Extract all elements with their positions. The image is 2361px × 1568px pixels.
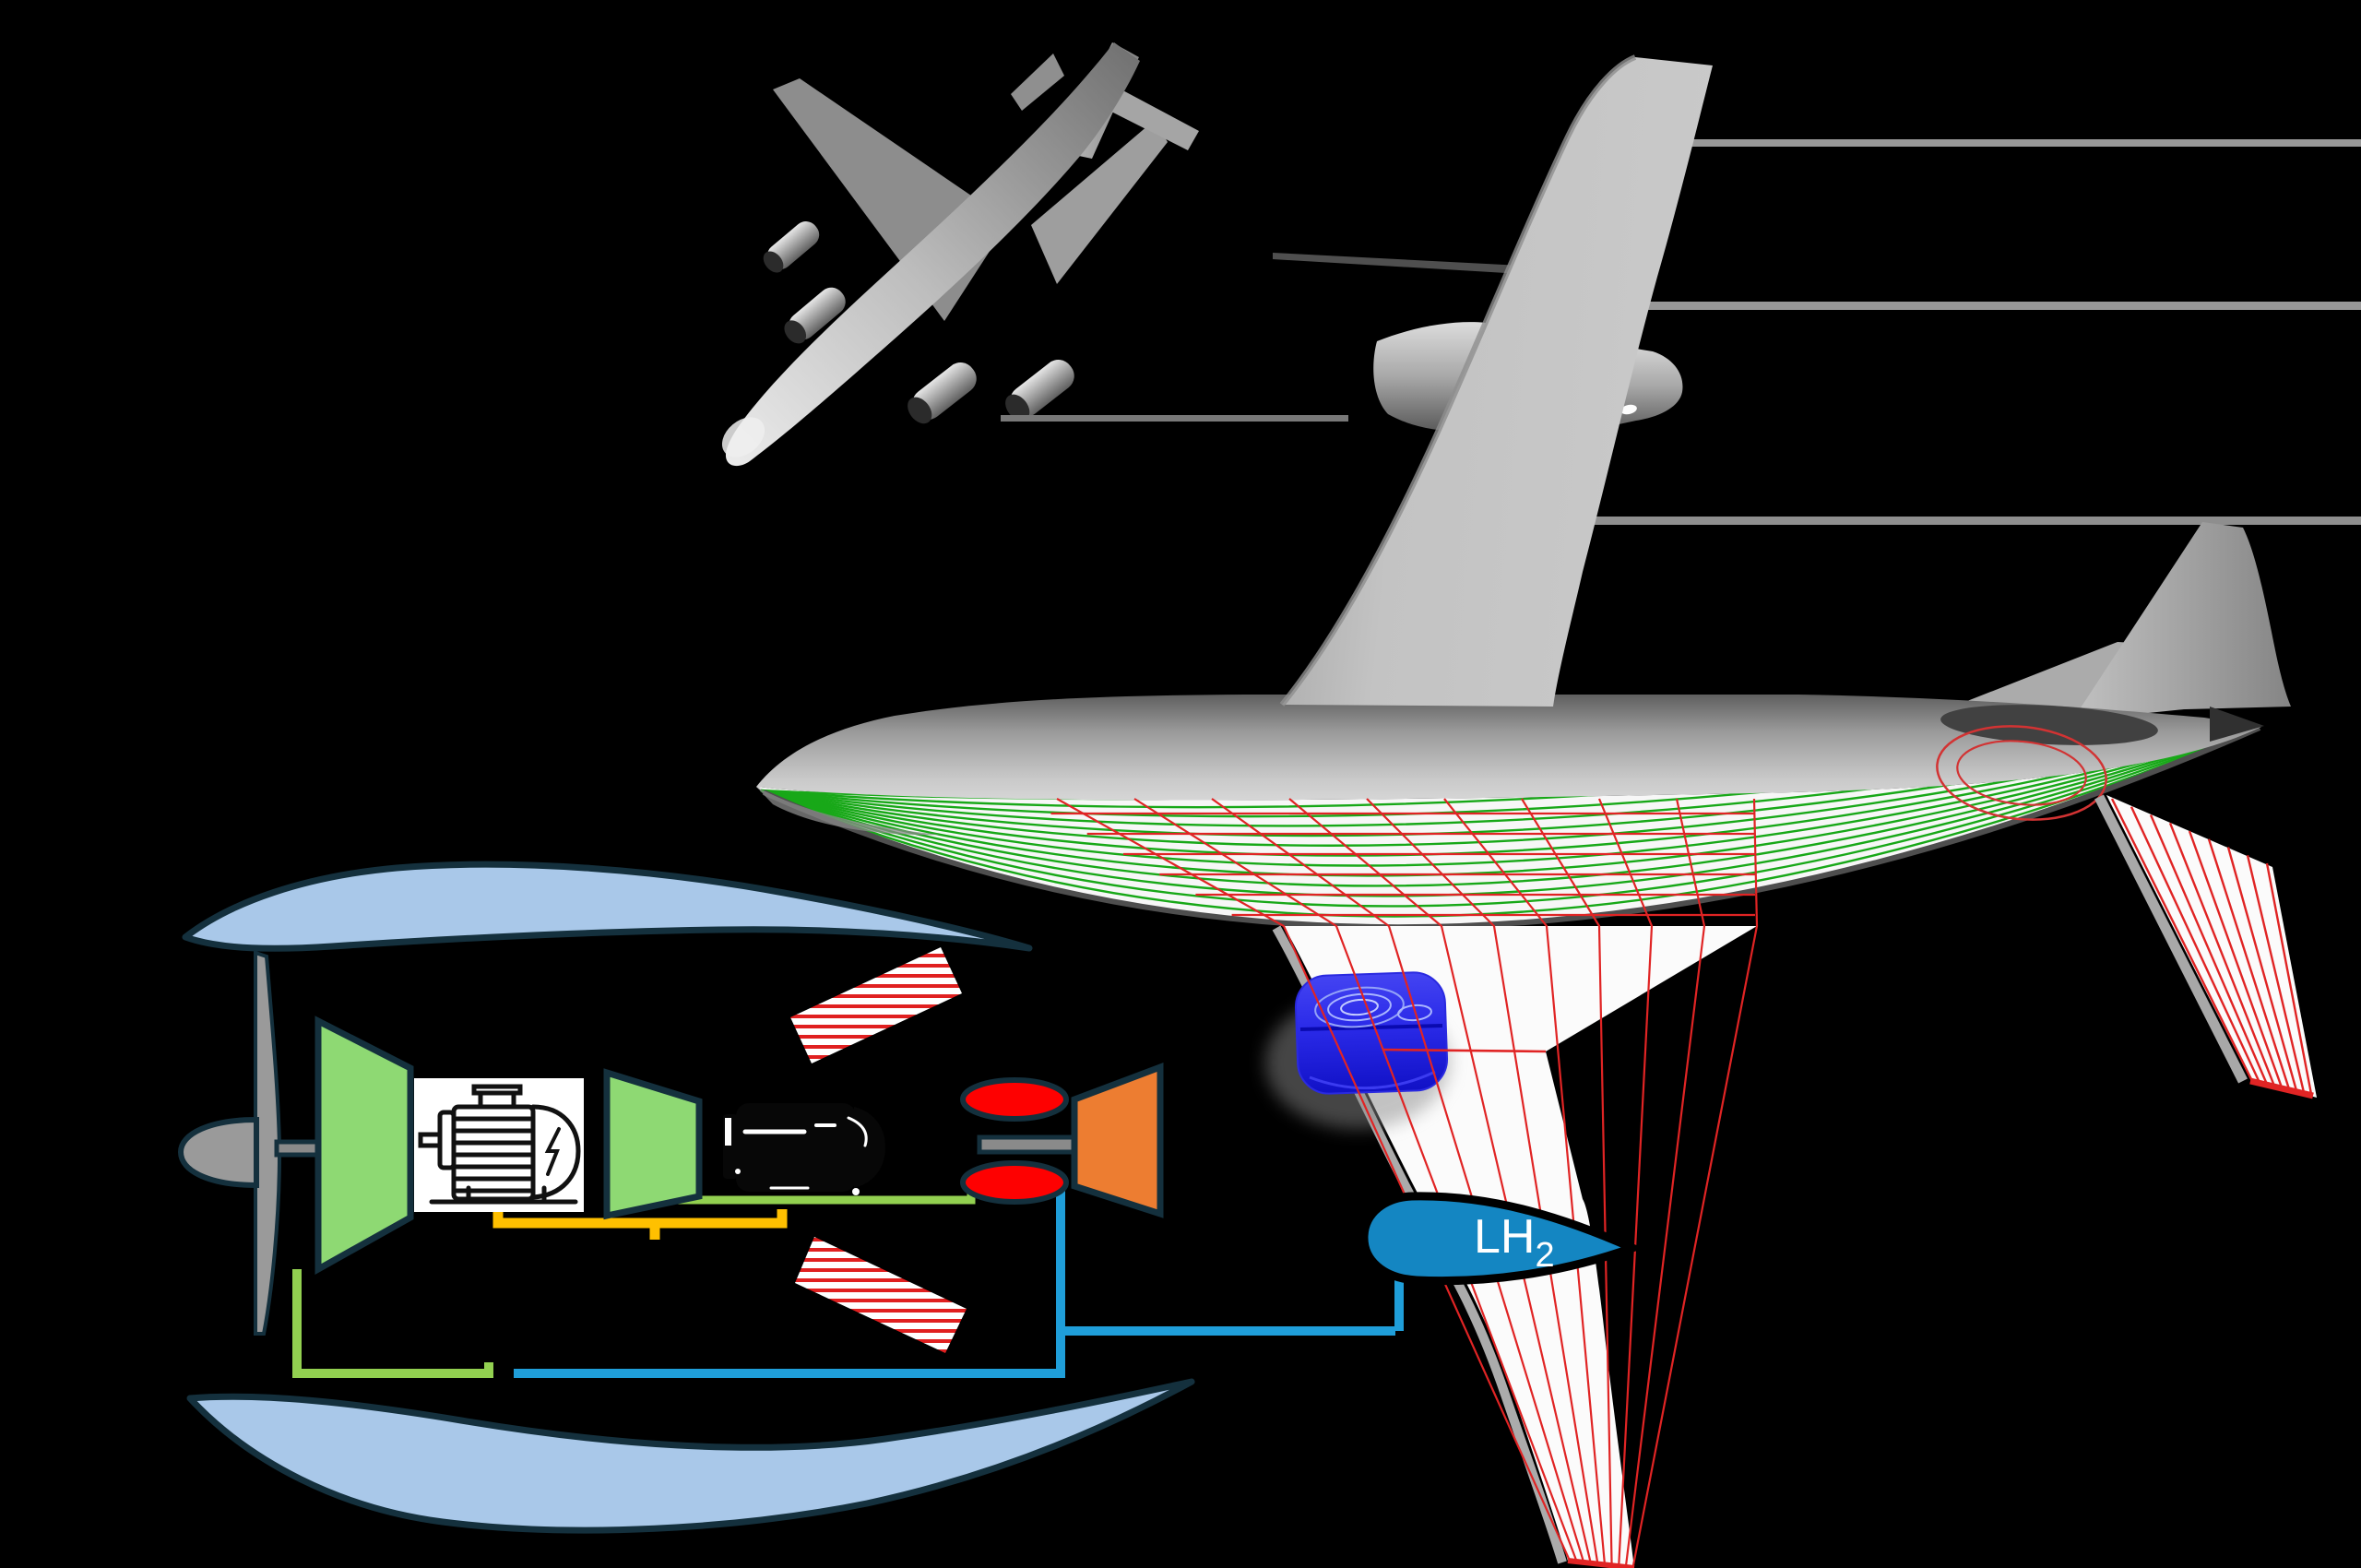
stabilizer-span-line bbox=[2188, 830, 2284, 1088]
wing-span-line bbox=[1056, 798, 1572, 1562]
reference-engine-4 bbox=[1005, 360, 1074, 422]
concept-fuselage-belly-edge bbox=[762, 725, 2261, 931]
reference-right-stabilizer bbox=[1111, 87, 1199, 150]
concept-fuselage-top bbox=[756, 695, 2261, 801]
concept-vertical-tail bbox=[2078, 522, 2291, 712]
reference-nose-highlight bbox=[721, 417, 765, 457]
heat-exchanger-lower bbox=[795, 1237, 967, 1353]
concept-main-wing bbox=[1282, 57, 1713, 707]
blue-component-contour bbox=[1327, 992, 1392, 1022]
stabilizer-span-line bbox=[2265, 862, 2313, 1095]
concept-wing-wireframe bbox=[1050, 798, 1759, 1568]
reference-engine-1 bbox=[763, 221, 820, 273]
electric-line bbox=[492, 1209, 788, 1240]
fuselage-panel-line bbox=[760, 726, 2260, 867]
concept-stabilizer-le-shadow bbox=[2094, 794, 2248, 1084]
fuselage-panel-line bbox=[760, 726, 2260, 887]
concept-red-stabilizer bbox=[2106, 795, 2317, 1098]
wing-span-line bbox=[1597, 798, 1654, 1567]
fan-shaft bbox=[274, 1139, 324, 1158]
fan-spinner bbox=[177, 1116, 259, 1189]
generator-body bbox=[736, 1103, 856, 1192]
wing-span-line bbox=[1133, 798, 1578, 1562]
concept-stabilizer-wireframe bbox=[2110, 798, 2313, 1095]
lh2-tank-label: LH2 bbox=[1474, 1210, 1555, 1275]
wing-span-line bbox=[1521, 798, 1613, 1566]
turbine-shaft bbox=[977, 1134, 1077, 1155]
reference-engine-3 bbox=[908, 362, 977, 424]
fuselage-panel-line bbox=[760, 726, 2260, 857]
concept-aircraft-render: LH2 bbox=[756, 54, 2317, 1568]
wing-span-line bbox=[1211, 798, 1585, 1563]
concept-nose-shading bbox=[756, 787, 941, 836]
concept-blue-component-mesh bbox=[1265, 971, 1450, 1129]
blue-component-contour bbox=[1340, 998, 1379, 1016]
stabilizer-span-line bbox=[2130, 806, 2261, 1084]
fuel-line bbox=[514, 1190, 1395, 1378]
concept-wing-te-break-line bbox=[1382, 1048, 1547, 1053]
electric-motor bbox=[414, 1078, 584, 1212]
concept-far-engine-nacelle bbox=[1940, 705, 2158, 745]
lh2-tank bbox=[1359, 1192, 1644, 1286]
stabilizer-span-line bbox=[2246, 855, 2306, 1093]
reference-fuselage bbox=[725, 42, 1140, 467]
combustor-lower bbox=[960, 1160, 1069, 1205]
stabilizer-span-line bbox=[2149, 814, 2269, 1085]
fan-air-line bbox=[292, 1269, 493, 1378]
wing-span-line bbox=[1366, 798, 1599, 1564]
fuselage-panel-line bbox=[760, 726, 2260, 908]
lower-nacelle-lip bbox=[186, 1378, 1195, 1534]
reference-left-stabilizer bbox=[1011, 53, 1064, 111]
reference-right-wing bbox=[1031, 120, 1168, 284]
wing-span-line bbox=[1624, 798, 1706, 1568]
concept-wing-tip-band bbox=[1567, 1558, 1635, 1568]
combustor-upper bbox=[960, 1077, 1069, 1122]
concept-near-engine-wireframe-inner bbox=[1956, 740, 2087, 806]
compressor-stage bbox=[603, 1068, 703, 1220]
concept-near-engine-wireframe-outer bbox=[1936, 725, 2107, 821]
stabilizer-span-line bbox=[2207, 838, 2291, 1090]
wing-span-line bbox=[1443, 798, 1607, 1565]
fan-stage bbox=[314, 1016, 414, 1275]
heat-exchanger-upper bbox=[790, 947, 962, 1063]
stabilizer-span-line bbox=[2110, 798, 2254, 1082]
upper-nacelle-lip bbox=[182, 861, 1033, 952]
background-aircraft-render bbox=[1001, 139, 2361, 525]
generator-endbell bbox=[854, 1107, 885, 1188]
concept-tailcone-shadow bbox=[2210, 707, 2264, 742]
generator-highlights bbox=[725, 1116, 868, 1195]
turbine bbox=[1071, 1062, 1164, 1218]
wing-span-line bbox=[1288, 798, 1592, 1563]
background-aircraft-far-wing-line bbox=[1001, 415, 1348, 422]
stabilizer-span-line bbox=[2168, 822, 2276, 1087]
background-aircraft-wing-line-upper bbox=[1689, 139, 2361, 147]
background-aircraft-wing-line-mid bbox=[1616, 302, 2361, 310]
concept-stabilizer-tip-band bbox=[2249, 1077, 2314, 1099]
wing-span-line bbox=[1631, 798, 1759, 1568]
concept-main-wing-le-shade bbox=[1279, 54, 1637, 707]
propulsion-schematic bbox=[177, 861, 1395, 1534]
generator-icon bbox=[723, 1103, 885, 1195]
reference-aircraft-render bbox=[721, 42, 1199, 467]
background-aircraft-far-wing-band bbox=[1273, 253, 1522, 274]
background-aircraft-glint-2 bbox=[1620, 404, 1637, 415]
electric-motor-icon bbox=[418, 1084, 581, 1205]
background-aircraft-wing-line-lower bbox=[1557, 517, 2361, 525]
reference-engine-2 bbox=[784, 287, 846, 344]
blue-component-contour bbox=[1314, 986, 1405, 1028]
concept-fuselage-belly bbox=[756, 727, 2261, 927]
blue-component-rim bbox=[1309, 1070, 1436, 1090]
stabilizer-span-line bbox=[2226, 847, 2298, 1091]
